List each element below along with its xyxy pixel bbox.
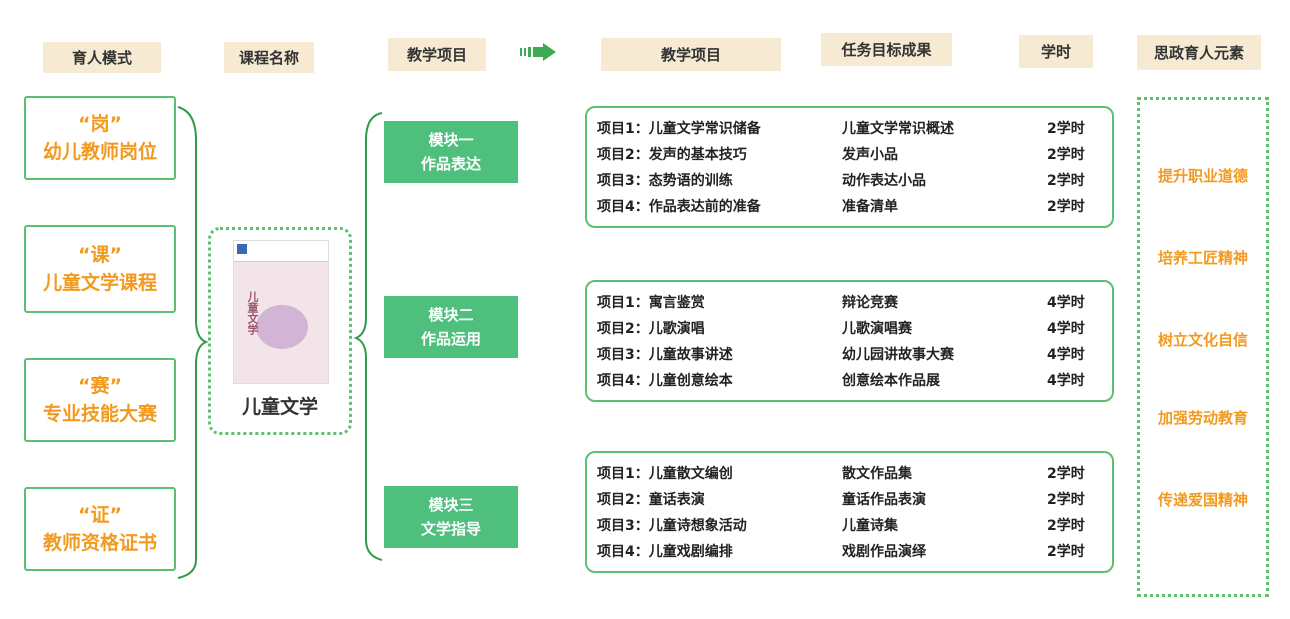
ideology-box: 提升职业道德 培养工匠精神 树立文化自信 加强劳动教育 传递爱国精神 (1137, 97, 1269, 597)
module-number: 模块三 (428, 496, 474, 514)
project-row: 项目3：儿童诗想象活动 儿童诗集 2学时 (597, 515, 1102, 539)
project-hours: 2学时 (1047, 466, 1085, 482)
project-goal: 儿歌演唱赛 (842, 321, 912, 337)
module-one: 模块一 作品表达 (384, 121, 518, 183)
module-three: 模块三 文学指导 (384, 486, 518, 548)
project-row: 项目4：儿童戏剧编排 戏剧作品演绎 2学时 (597, 541, 1102, 565)
project-name: 项目1：儿童散文编创 (597, 466, 733, 482)
module-name: 作品运用 (420, 330, 481, 348)
header-hours: 学时 (1019, 35, 1093, 68)
project-group-two: 项目1：寓言鉴赏 辩论竞赛 4学时 项目2：儿歌演唱 儿歌演唱赛 4学时 项目3… (585, 280, 1114, 402)
project-hours: 2学时 (1047, 199, 1085, 215)
course-title: 儿童文学 (241, 396, 318, 418)
project-row: 项目2：童话表演 童话作品表演 2学时 (597, 489, 1102, 513)
project-name: 项目2：儿歌演唱 (597, 321, 705, 337)
project-row: 项目3：儿童故事讲述 幼儿园讲故事大赛 4学时 (597, 344, 1102, 368)
module-number: 模块二 (428, 306, 474, 324)
module-number: 模块一 (428, 131, 474, 149)
book-cover-header (234, 241, 328, 262)
header-course-name: 课程名称 (224, 42, 314, 73)
project-name: 项目4：儿童创意绘本 (597, 373, 733, 389)
project-hours: 4学时 (1047, 347, 1085, 363)
project-goal: 幼儿园讲故事大赛 (842, 347, 954, 363)
project-goal: 童话作品表演 (842, 492, 926, 508)
project-row: 项目4：作品表达前的准备 准备清单 2学时 (597, 196, 1102, 220)
project-name: 项目2：童话表演 (597, 492, 705, 508)
module-two: 模块二 作品运用 (384, 296, 518, 358)
mode-box-certificate: “证” 教师资格证书 (24, 487, 176, 571)
book-cover-title: 儿童文学 (246, 291, 259, 335)
project-hours: 2学时 (1047, 121, 1085, 137)
header-teaching-project: 教学项目 (388, 38, 486, 71)
project-goal: 准备清单 (842, 199, 898, 215)
header-education-mode: 育人模式 (43, 42, 161, 73)
mode-box-post: “岗” 幼儿教师岗位 (24, 96, 176, 180)
mode-box-course: “课” 儿童文学课程 (24, 225, 176, 313)
project-hours: 2学时 (1047, 518, 1085, 534)
mode-text: 儿童文学课程 (42, 272, 157, 294)
ideology-item: 提升职业道德 (1157, 167, 1248, 185)
project-goal: 发声小品 (842, 147, 898, 163)
mode-text: 专业技能大赛 (42, 403, 157, 425)
course-box: 儿童文学 儿童文学 (208, 227, 352, 435)
project-row: 项目4：儿童创意绘本 创意绘本作品展 4学时 (597, 370, 1102, 394)
mode-quote: “岗” (78, 112, 122, 135)
project-row: 项目1：寓言鉴赏 辩论竞赛 4学时 (597, 292, 1102, 316)
project-hours: 2学时 (1047, 173, 1085, 189)
project-hours: 4学时 (1047, 295, 1085, 311)
project-name: 项目4：儿童戏剧编排 (597, 544, 733, 560)
project-goal: 儿童诗集 (842, 518, 898, 534)
project-hours: 4学时 (1047, 373, 1085, 389)
project-row: 项目2：发声的基本技巧 发声小品 2学时 (597, 144, 1102, 168)
project-goal: 儿童文学常识概述 (842, 121, 954, 137)
project-row: 项目3：态势语的训练 动作表达小品 2学时 (597, 170, 1102, 194)
module-name: 文学指导 (420, 520, 481, 538)
project-goal: 戏剧作品演绎 (842, 544, 926, 560)
mode-box-competition: “赛” 专业技能大赛 (24, 358, 176, 442)
mode-text: 教师资格证书 (42, 532, 157, 554)
project-hours: 4学时 (1047, 321, 1085, 337)
project-name: 项目3：态势语的训练 (597, 173, 733, 189)
project-name: 项目4：作品表达前的准备 (597, 199, 761, 215)
ideology-item: 传递爱国精神 (1157, 491, 1248, 509)
ideology-item: 加强劳动教育 (1157, 409, 1248, 427)
project-name: 项目1：寓言鉴赏 (597, 295, 705, 311)
header-ideology: 思政育人元素 (1137, 35, 1261, 70)
project-goal: 辩论竞赛 (842, 295, 898, 311)
project-row: 项目2：儿歌演唱 儿歌演唱赛 4学时 (597, 318, 1102, 342)
book-cover-image: 儿童文学 (233, 240, 329, 384)
mode-text: 幼儿教师岗位 (42, 141, 157, 163)
project-name: 项目1：儿童文学常识储备 (597, 121, 761, 137)
project-goal: 动作表达小品 (842, 173, 926, 189)
project-group-three: 项目1：儿童散文编创 散文作品集 2学时 项目2：童话表演 童话作品表演 2学时… (585, 451, 1114, 573)
project-name: 项目3：儿童诗想象活动 (597, 518, 747, 534)
project-hours: 2学时 (1047, 544, 1085, 560)
project-goal: 散文作品集 (842, 466, 912, 482)
mode-quote: “赛” (78, 374, 122, 397)
project-goal: 创意绘本作品展 (842, 373, 940, 389)
project-name: 项目3：儿童故事讲述 (597, 347, 733, 363)
project-row: 项目1：儿童散文编创 散文作品集 2学时 (597, 463, 1102, 487)
header-teaching-project-detail: 教学项目 (601, 38, 781, 71)
ideology-item: 树立文化自信 (1157, 331, 1248, 349)
project-group-one: 项目1：儿童文学常识储备 儿童文学常识概述 2学时 项目2：发声的基本技巧 发声… (585, 106, 1114, 228)
book-cover-decoration (256, 305, 308, 349)
left-brace (177, 106, 209, 579)
project-hours: 2学时 (1047, 492, 1085, 508)
project-row: 项目1：儿童文学常识储备 儿童文学常识概述 2学时 (597, 118, 1102, 142)
module-name: 作品表达 (420, 155, 481, 173)
header-task-goal: 任务目标成果 (821, 33, 952, 66)
arrow-right-icon (520, 43, 556, 61)
ideology-item: 培养工匠精神 (1157, 249, 1248, 267)
module-brace (353, 112, 383, 561)
project-hours: 2学时 (1047, 147, 1085, 163)
mode-quote: “证” (78, 503, 122, 526)
mode-quote: “课” (78, 243, 122, 266)
publisher-logo-icon (237, 244, 247, 254)
project-name: 项目2：发声的基本技巧 (597, 147, 747, 163)
